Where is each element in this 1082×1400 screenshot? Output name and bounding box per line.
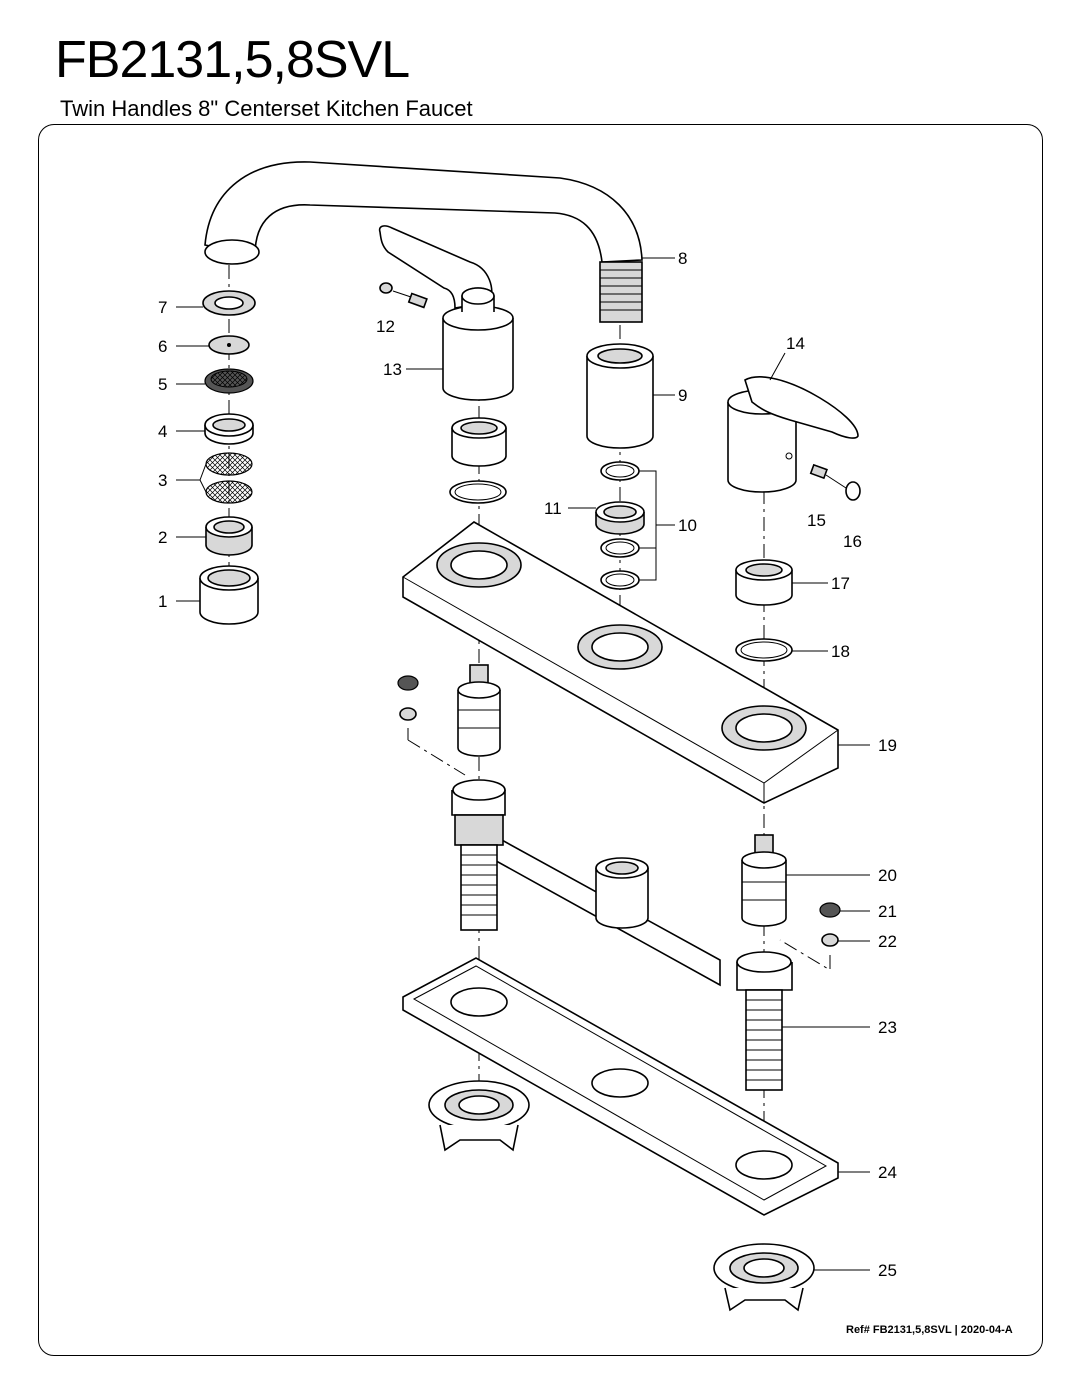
- part-14-right-handle: [727, 376, 859, 493]
- label-12: 12: [376, 317, 395, 336]
- part-25-mounting-nut: [713, 1243, 815, 1312]
- part-5-screen: [204, 368, 254, 394]
- part-20-cartridge: [741, 834, 787, 927]
- part-1-aerator-housing: [199, 565, 259, 625]
- left-cartridge: [457, 664, 501, 757]
- label-13: 13: [383, 360, 402, 379]
- page-title: FB2131,5,8SVL: [55, 31, 410, 89]
- part-6-disc: [208, 335, 250, 355]
- label-8: 8: [678, 249, 687, 268]
- label-6: 6: [158, 337, 167, 356]
- part-7-washer: [202, 290, 256, 316]
- label-3: 3: [158, 471, 167, 490]
- part-17-bonnet-nut: [735, 559, 793, 606]
- left-bonnet-nut: [451, 417, 507, 467]
- label-17: 17: [831, 574, 850, 593]
- label-19: 19: [878, 736, 897, 755]
- part-12-set-screw: [379, 282, 428, 309]
- part-labels: 1 2 3 4 5 6 7 8 9 10 11 12 13 14 15 16 1…: [158, 249, 897, 1280]
- part-18-o-ring: [735, 638, 793, 662]
- diagram-frame: [38, 124, 1043, 1356]
- label-7: 7: [158, 298, 167, 317]
- reference-code: Ref# FB2131,5,8SVL | 2020-04-A: [846, 1324, 1013, 1336]
- label-15: 15: [807, 511, 826, 530]
- part-24-gasket-plate: [402, 957, 839, 1216]
- label-4: 4: [158, 422, 167, 441]
- part-8-spout: [204, 161, 643, 323]
- label-14: 14: [786, 334, 805, 353]
- label-20: 20: [878, 866, 897, 885]
- part-19-deck-plate: [402, 521, 839, 804]
- part-9-sleeve: [586, 343, 654, 449]
- part-13-left-handle: [378, 225, 514, 401]
- label-21: 21: [878, 902, 897, 921]
- part-21-seat: [819, 902, 841, 918]
- label-9: 9: [678, 386, 687, 405]
- label-22: 22: [878, 932, 897, 951]
- part-15-set-screw: [809, 463, 828, 480]
- label-5: 5: [158, 375, 167, 394]
- left-mounting-nut: [428, 1080, 530, 1152]
- part-2-insert: [205, 516, 253, 556]
- part-16-button-cap: [825, 474, 861, 501]
- part-4-ring: [204, 413, 254, 445]
- part-11-ring: [595, 501, 645, 535]
- part-22-spring: [821, 933, 839, 947]
- label-23: 23: [878, 1018, 897, 1037]
- label-16: 16: [843, 532, 862, 551]
- left-seat-spring: [397, 675, 419, 721]
- label-25: 25: [878, 1261, 897, 1280]
- label-10: 10: [678, 516, 697, 535]
- label-18: 18: [831, 642, 850, 661]
- label-2: 2: [158, 528, 167, 547]
- label-1: 1: [158, 592, 167, 611]
- label-24: 24: [878, 1163, 897, 1182]
- leader-lines: [176, 257, 870, 1271]
- left-o-ring: [449, 480, 507, 504]
- part-3-mesh-screens: [205, 452, 253, 504]
- valve-body: [451, 779, 793, 1091]
- page-subtitle: Twin Handles 8" Centerset Kitchen Faucet: [60, 96, 473, 121]
- label-11: 11: [544, 499, 562, 518]
